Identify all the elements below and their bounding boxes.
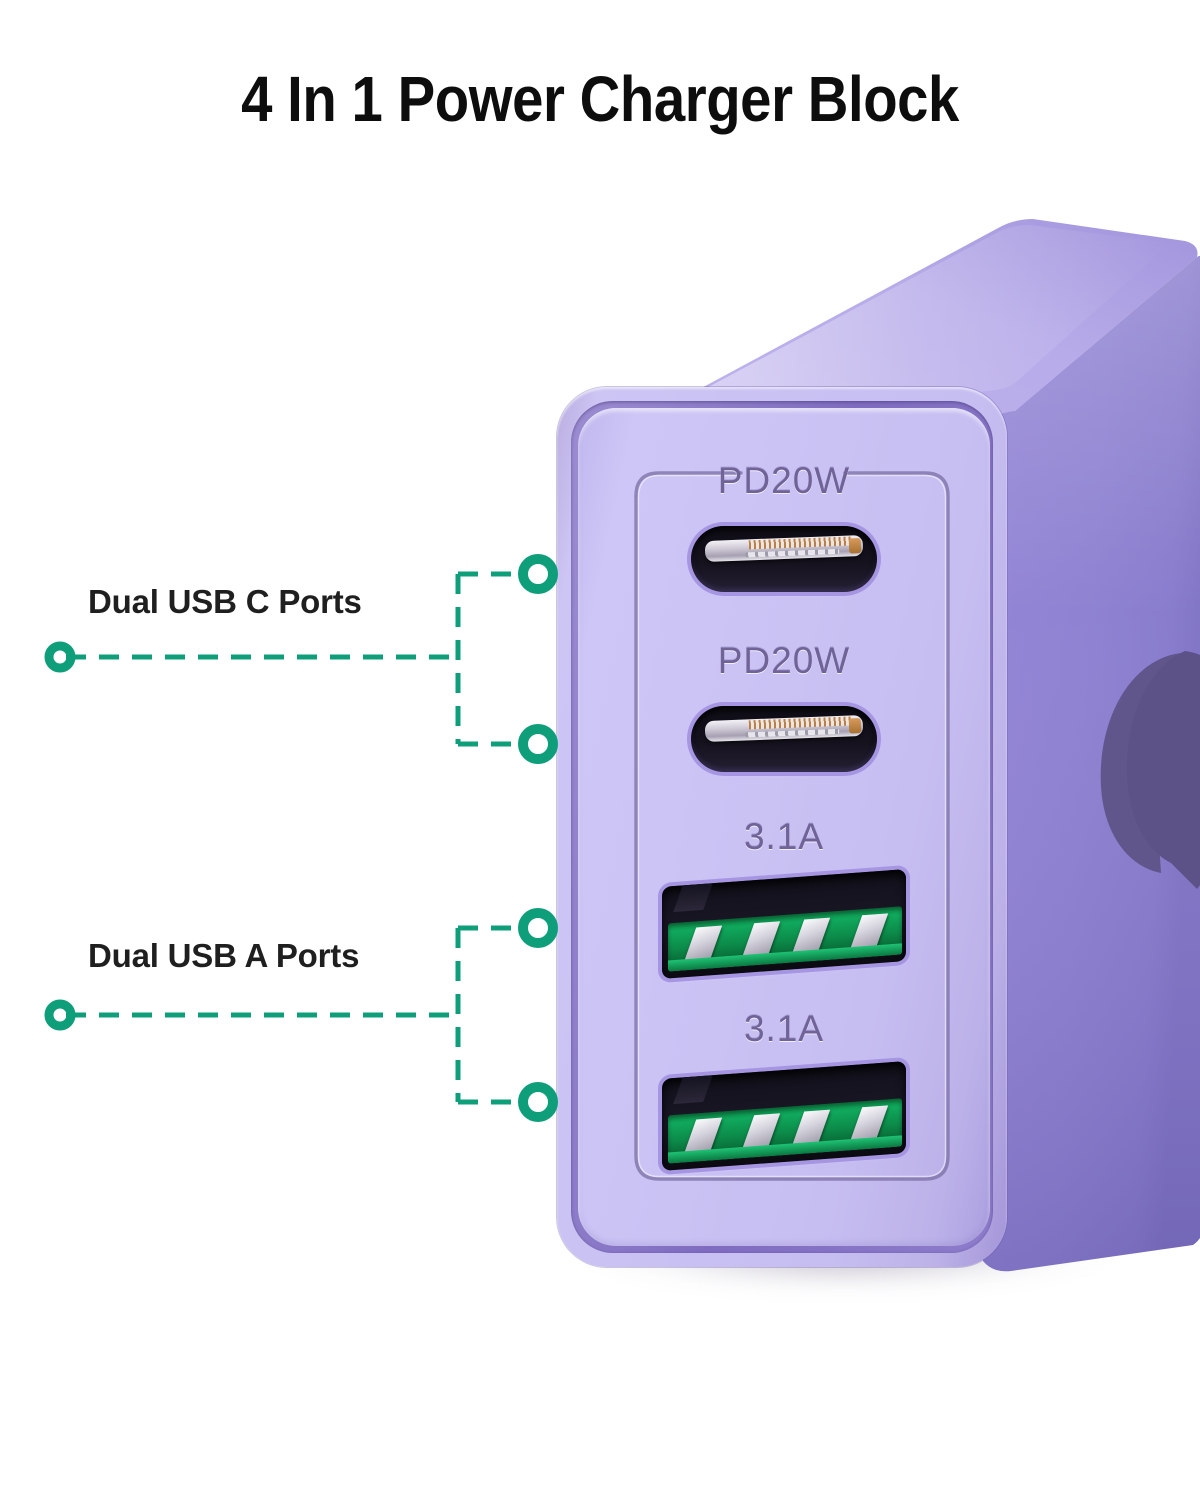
port-label-usb-c-1: PD20W (717, 460, 851, 501)
usb-c-contact-stripes-1 (748, 536, 853, 550)
usb-c-slot-1 (691, 526, 877, 592)
port-usb-c-1: PD20W (578, 460, 990, 630)
port-label-usb-c-2: PD20W (717, 640, 851, 681)
usb-a-slot-1 (662, 869, 906, 979)
usb-a-tongue-1 (668, 906, 902, 972)
connector-usb-c-origin-dot (44, 641, 76, 673)
brand-logo-icon (1100, 651, 1200, 889)
usb-c-tongue-2 (704, 714, 864, 743)
usb-a-pin-1c (791, 917, 831, 955)
usb-c-tip-1 (848, 538, 862, 554)
usb-a-pin-1a (683, 925, 723, 963)
port-label-usb-a-1: 3.1A (743, 816, 825, 857)
charger-front-panel: PD20W PD20W (578, 408, 990, 1246)
callout-label-usb-a: Dual USB A Ports (88, 937, 360, 974)
page-title: 4 In 1 Power Charger Block (241, 63, 959, 135)
connector-usb-a-origin-dot (44, 999, 76, 1031)
usb-a-pin-2b (741, 1113, 781, 1151)
usb-c-pins-2 (745, 728, 840, 738)
usb-c-tongue-1 (704, 534, 864, 563)
usb-a-pin-2a (683, 1117, 723, 1155)
usb-c-slot-2 (691, 706, 877, 772)
usb-a-slot-gap-2 (673, 1075, 713, 1105)
usb-a-pin-2d (849, 1105, 889, 1143)
usb-a-slot-gap-1 (673, 883, 713, 913)
usb-c-contact-stripes-2 (748, 716, 853, 730)
port-group-engraving (634, 471, 950, 1181)
charger-product-image: PD20W PD20W (545, 215, 1200, 1295)
usb-c-tip-2 (848, 718, 862, 734)
usb-c-pins-1 (745, 548, 840, 558)
usb-a-tongue-2 (668, 1098, 902, 1164)
usb-a-pin-1b (741, 921, 781, 959)
usb-a-slot-2 (662, 1061, 906, 1171)
port-usb-c-2: PD20W (578, 640, 990, 810)
port-usb-a-2: 3.1A (578, 1008, 990, 1198)
usb-a-pin-2c (791, 1109, 831, 1147)
port-label-usb-a-2: 3.1A (743, 1008, 825, 1049)
callout-label-usb-c: Dual USB C Ports (88, 583, 362, 620)
usb-a-pin-1d (849, 913, 889, 951)
port-usb-a-1: 3.1A (578, 816, 990, 1006)
charger-right-face (975, 255, 1200, 1272)
